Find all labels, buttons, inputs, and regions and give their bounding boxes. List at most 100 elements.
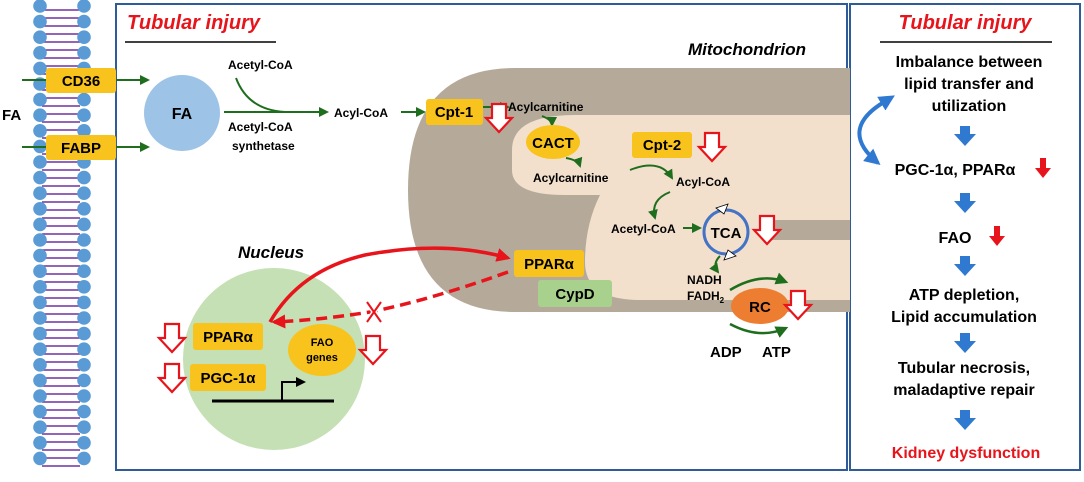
membrane-head-outer [33, 326, 47, 341]
membrane-head-inner [77, 420, 91, 435]
enzyme-label-line2: synthetase [232, 139, 295, 153]
tca-decrease-arrow [751, 214, 783, 246]
fa-cytosol-circle [144, 75, 220, 151]
mitochondrion-crista [764, 220, 850, 240]
ppara-nucleus-label: PPARα [203, 329, 254, 346]
tca-cycle-arrowhead-top [715, 203, 729, 215]
membrane-head-outer [33, 420, 47, 435]
rc-label: RC [749, 299, 771, 316]
membrane-head-inner [77, 202, 91, 216]
tca-cycle-arrowhead-bottom [723, 249, 737, 261]
membrane-head-outer [33, 217, 47, 232]
rc-ellipse [731, 288, 789, 324]
membrane-head-outer [33, 202, 47, 216]
fadh2-subscript: 2 [720, 296, 725, 305]
right-step-1-line-3: utilization [932, 98, 1007, 115]
fao-genes-label-line2: genes [306, 352, 338, 364]
membrane-head-inner [77, 186, 91, 200]
right-flow-arrows [954, 126, 976, 430]
membrane-head-inner [77, 14, 91, 29]
atp-label: ATP [762, 344, 791, 361]
acyl-coa-inner-label: Acyl-CoA [676, 175, 730, 189]
left-panel-title: Tubular injury [127, 12, 261, 34]
fadh2-label: FADH2 [687, 289, 725, 305]
cpt1-label: Cpt-1 [435, 104, 473, 121]
membrane-head-outer [33, 404, 47, 419]
membrane-head-outer [33, 124, 47, 138]
right-step-4-line-2: Lipid accumulation [891, 309, 1037, 326]
membrane-head-inner [77, 248, 91, 263]
ppara-nucleus-to-mito-arrow [268, 246, 511, 323]
enzyme-label-line1: Acetyl-CoA [228, 120, 293, 134]
cd36-label: CD36 [62, 73, 100, 90]
membrane-head-inner [77, 342, 91, 357]
membrane-head-outer [33, 170, 47, 185]
membrane-head-outer [33, 451, 47, 466]
cpt2-box [632, 132, 692, 158]
mitochondrion-label: Mitochondrion [688, 40, 806, 59]
acetyl-coa-inner-label: Acetyl-CoA [611, 222, 676, 236]
membrane-head-inner [77, 389, 91, 403]
membrane-head-inner [77, 280, 91, 294]
tca-to-nadh-arrow [709, 255, 721, 274]
flow-arrow-3 [954, 256, 976, 276]
membrane-head-inner [77, 124, 91, 138]
right-step-tubular-necrosis: Tubular necrosis, maladaptive repair [893, 360, 1034, 399]
tca-label: TCA [711, 225, 742, 242]
membrane-head-outer [33, 436, 47, 450]
right-step-imbalance: Imbalance between lipid transfer and uti… [896, 54, 1043, 115]
membrane-head-outer [33, 186, 47, 200]
gene-promoter-arrowhead [296, 377, 306, 387]
acylcoa-to-acetylcoa-arrow [648, 191, 671, 220]
fa-cytosol-label: FA [172, 106, 193, 123]
membrane-head-outer [33, 311, 47, 325]
nucleus-label: Nucleus [238, 243, 304, 262]
membrane-head-outer [33, 233, 47, 247]
ppara-mito-box [514, 250, 584, 277]
membrane-head-inner [77, 0, 91, 13]
right-step-1-line-1: Imbalance between [896, 54, 1043, 71]
membrane-head-inner [77, 358, 91, 372]
membrane-head-outer [33, 358, 47, 372]
mitochondrion-matrix [512, 115, 850, 300]
cact-label: CACT [532, 135, 574, 152]
block-mark-stroke-4 [366, 301, 382, 323]
membrane-head-outer [33, 373, 47, 388]
membrane-head-outer [33, 92, 47, 107]
rc-upper-arrow [729, 272, 789, 292]
membrane-head-outer [33, 295, 47, 310]
fao-decrease-arrow [989, 226, 1005, 246]
nucleus-circle [183, 268, 365, 450]
acylcarnitine-to-acylcoa-arrow [629, 164, 674, 180]
fao-genes-ellipse [288, 324, 356, 376]
nadh-label: NADH [687, 273, 722, 287]
adp-label: ADP [710, 344, 742, 361]
membrane-head-outer [33, 0, 47, 13]
fabp-label: FABP [61, 140, 101, 157]
block-mark [364, 300, 384, 324]
membrane-head-inner [77, 436, 91, 450]
membrane-head-inner [77, 264, 91, 279]
right-step-1-line-2: lipid transfer and [904, 76, 1034, 93]
flow-arrow-2 [954, 193, 976, 213]
fa-extracellular-label: FA [2, 107, 21, 124]
right-step-4-line-1: ATP depletion, [909, 287, 1020, 304]
membrane-head-inner [77, 295, 91, 310]
flow-arrow-5 [954, 410, 976, 430]
cpt1-decrease-arrow [483, 102, 515, 134]
membrane-head-inner [77, 46, 91, 60]
membrane-head-outer [33, 30, 47, 44]
cact-ellipse [526, 125, 580, 159]
acetyl-coa-top-label: Acetyl-CoA [228, 58, 293, 72]
ppara-mito-label: PPARα [524, 256, 575, 273]
membrane-head-outer [33, 46, 47, 60]
pgc1a-ppara-decrease-arrow [1035, 158, 1051, 178]
ppara-nucleus-decrease-arrow [156, 322, 188, 354]
membrane-head-inner [77, 404, 91, 419]
flow-arrow-1 [954, 126, 976, 146]
acylcarnitine-inner-label: Acylcarnitine [533, 171, 609, 185]
membrane-head-outer [33, 389, 47, 403]
membrane-head-inner [77, 451, 91, 466]
